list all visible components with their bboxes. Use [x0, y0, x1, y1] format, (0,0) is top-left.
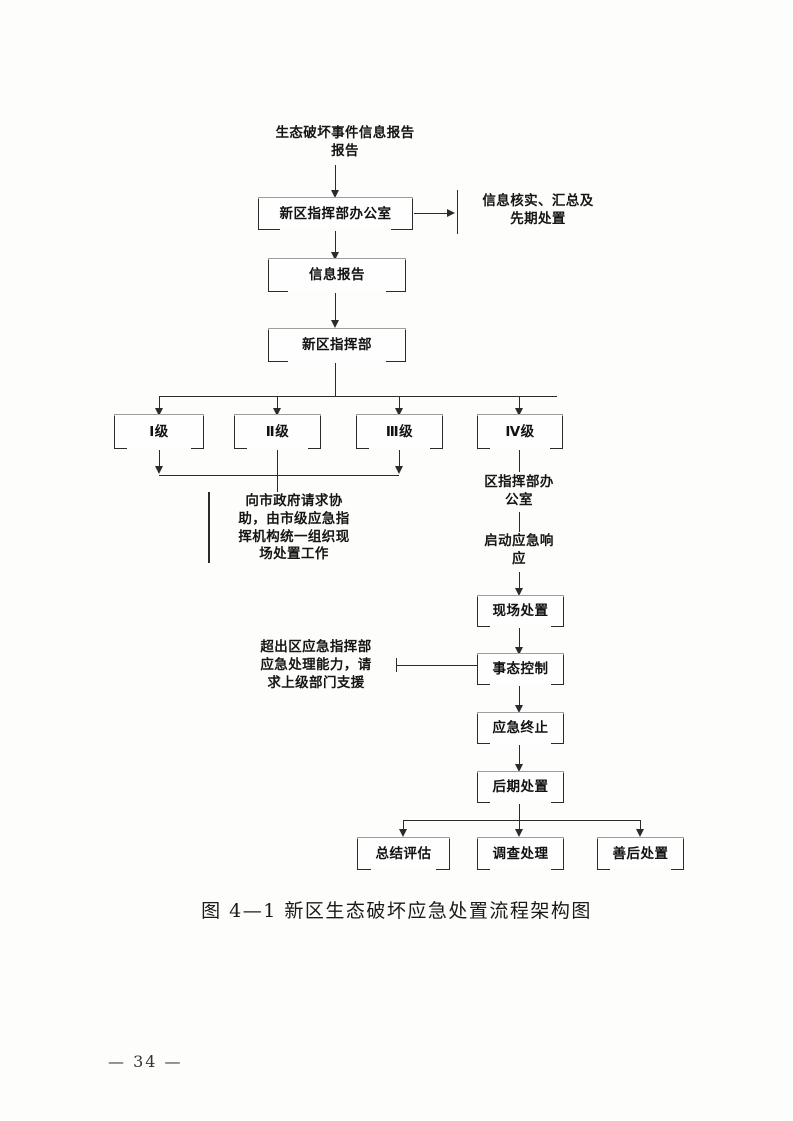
connector-level2-to-note: [277, 450, 278, 492]
arrow-bus-to-level4: [514, 408, 523, 416]
arrow-startresponse-to-onsite: [514, 588, 523, 596]
arrow-bus-to-investigation: [514, 829, 523, 837]
arrow-bus-to-level2: [272, 408, 281, 416]
connector-bus-to-summary: [403, 820, 404, 832]
connector-termination-to-post: [519, 745, 520, 767]
arrow-inforeport-to-hq: [330, 320, 339, 328]
arrow-office-to-verify: [447, 209, 455, 217]
city-request-line4: 场处置工作: [259, 546, 329, 562]
connector-startresponse-to-onsite: [519, 572, 520, 591]
arrow-bus-to-level3: [394, 408, 403, 416]
node-summary-evaluation: 总结评估: [356, 836, 451, 872]
arrow-bus-to-summary: [398, 829, 407, 837]
connector-escalation-to-control: [396, 665, 477, 666]
node-info-report: 信息报告: [267, 257, 407, 294]
level-distribution-bus: [159, 396, 557, 397]
connector-bus-to-level2: [277, 396, 278, 411]
escalation-line2: 应急处理能力，请: [260, 656, 372, 672]
connector-office-to-startresponse: [519, 512, 520, 532]
arrow-termination-to-post: [514, 764, 523, 772]
bottom-distribution-bus: [403, 820, 640, 821]
connector-bus-to-level3: [399, 396, 400, 411]
node-post-disposal: 后期处置: [476, 770, 565, 805]
city-request-line1: 向市政府请求协: [245, 493, 343, 508]
page-folio: — 34 —: [108, 1052, 183, 1071]
verify-note-line2: 先期处置: [510, 210, 566, 226]
district-hq-office-line2: 公室: [505, 491, 533, 507]
escalation-line3: 求上级部门支援: [267, 674, 365, 690]
node-verify-note: 信息核实、汇总及 先期处置: [463, 192, 613, 228]
verify-note-line1: 信息核实、汇总及: [482, 193, 594, 208]
node-situation-control: 事态控制: [476, 652, 565, 687]
report-header-line1: 生态破坏事件信息报告: [275, 125, 415, 140]
arrow-header-to-office: [330, 190, 339, 198]
start-response-line1: 启动应急响: [484, 533, 554, 548]
node-level-1: Ⅰ级: [113, 413, 205, 451]
connector-post-to-bottombus: [519, 804, 520, 820]
arrow-level3-to-merge: [394, 466, 403, 474]
node-escalation-note: 超出区应急指挥部 应急处理能力，请 求上级部门支援: [240, 638, 392, 691]
node-aftermath-handling: 善后处置: [596, 836, 685, 872]
start-response-line2: 应: [512, 550, 526, 566]
node-level-3: Ⅲ级: [355, 413, 444, 451]
connector-bus-to-level1: [159, 396, 160, 411]
report-header-line2: 报告: [331, 142, 359, 158]
arrow-onsite-to-control: [514, 647, 523, 655]
connector-level1-to-merge: [159, 450, 160, 470]
node-district-hq-office: 区指挥部办 公室: [452, 473, 586, 509]
connector-office-to-verify: [414, 213, 449, 214]
node-emergency-termination: 应急终止: [476, 711, 565, 746]
node-city-request-note: 向市政府请求协 助，由市级应急指 挥机构统一组织现 场处置工作: [208, 492, 370, 564]
connector-control-to-termination: [519, 686, 520, 708]
arrow-bus-to-level1: [154, 408, 163, 416]
city-request-line2: 助，由市级应急指: [238, 510, 350, 526]
node-investigation: 调查处理: [476, 836, 565, 872]
connector-onsite-to-control: [519, 628, 520, 650]
connector-level3-to-merge: [399, 450, 400, 470]
node-report-header: 生态破坏事件信息报告 报告: [255, 124, 435, 160]
connector-level4-to-office: [519, 450, 520, 472]
connector-bus-to-level4: [519, 396, 520, 411]
node-level-4: Ⅳ级: [476, 413, 564, 451]
verify-note-bar: [457, 190, 458, 234]
node-start-response: 启动应急响 应: [452, 532, 586, 568]
escalation-line1: 超出区应急指挥部: [260, 639, 372, 654]
node-level-2: Ⅱ级: [233, 413, 322, 451]
arrow-control-to-termination: [514, 705, 523, 713]
connector-bus-to-investigation: [519, 820, 520, 832]
figure-caption: 图 4—1 新区生态破坏应急处置流程架构图: [201, 900, 592, 922]
node-on-site-disposal: 现场处置: [476, 594, 565, 629]
connector-header-to-office: [335, 165, 336, 193]
city-request-line3: 挥机构统一组织现: [238, 528, 350, 544]
arrow-office-to-inforeport: [330, 252, 339, 260]
connector-hq-to-bus: [335, 363, 336, 396]
district-hq-office-line1: 区指挥部办: [484, 474, 554, 489]
connector-bus-to-aftermath: [640, 820, 641, 832]
level-merge-bus: [159, 475, 399, 476]
node-new-district-office: 新区指挥部办公室: [257, 196, 414, 232]
connector-inforeport-to-hq: [335, 293, 336, 323]
node-new-district-hq: 新区指挥部: [267, 327, 407, 364]
connector-office-to-inforeport: [335, 231, 336, 255]
arrow-bus-to-aftermath: [635, 829, 644, 837]
arrow-level1-to-merge: [154, 466, 163, 474]
